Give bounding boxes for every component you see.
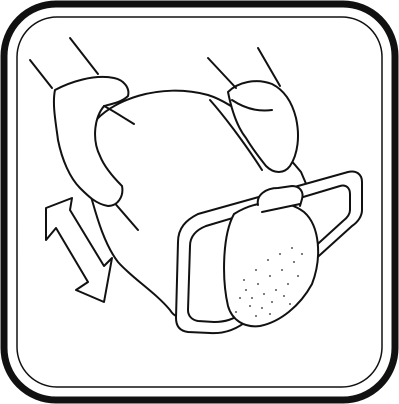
instruction-panel xyxy=(0,0,399,404)
shake-cartridge-illustration xyxy=(0,0,399,404)
